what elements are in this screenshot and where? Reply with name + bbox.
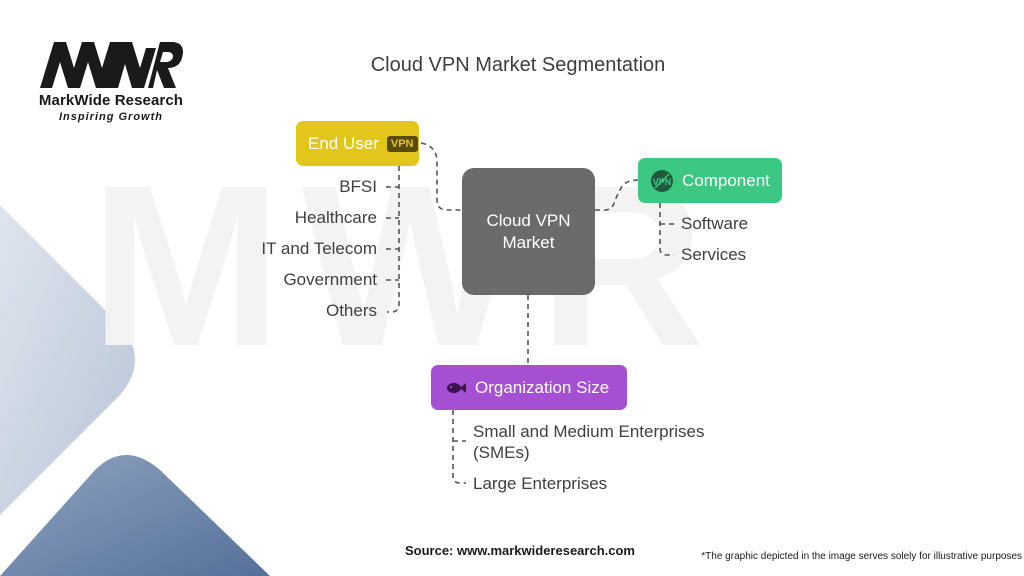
source-credit: Source: www.markwideresearch.com — [404, 543, 635, 558]
end-user-item-it-telecom: IT and Telecom — [261, 239, 377, 258]
center-label: Cloud VPN Market — [486, 210, 571, 252]
page-title: Cloud VPN Market Segmentation — [370, 54, 666, 76]
segment-end-user: End User VPN — [296, 121, 419, 166]
bg-shape-dark — [0, 455, 270, 576]
end-user-item-bfsi: BFSI — [339, 177, 377, 196]
segment-organization-size: Organization Size — [431, 365, 627, 410]
segment-component: VPN Component — [638, 158, 782, 203]
segment-organization-size-label: Organization Size — [475, 377, 610, 397]
disclaimer-note: *The graphic depicted in the image serve… — [701, 551, 1022, 562]
segment-end-user-label: End User — [308, 133, 379, 153]
end-user-item-others: Others — [325, 301, 377, 320]
segment-component-label: Component — [682, 170, 770, 190]
org-item-sme-abbrev: (SMEs) — [473, 443, 530, 462]
company-logo: MarkWide Research Inspiring Growth — [30, 38, 190, 128]
vpn-shield-icon: VPN — [651, 169, 673, 192]
component-item-software: Software — [681, 214, 749, 233]
fish-icon — [447, 382, 466, 393]
logo-mark — [40, 42, 183, 88]
org-item-large: Large Enterprises — [473, 474, 608, 493]
logo-tagline: Inspiring Growth — [59, 111, 163, 123]
logo-name: MarkWide Research — [38, 92, 184, 109]
vpn-badge-icon: VPN — [386, 135, 418, 152]
bg-shape-light — [0, 205, 135, 515]
center-node: Cloud VPN Market — [462, 168, 595, 295]
end-user-item-healthcare: Healthcare — [294, 208, 377, 227]
org-item-sme: Small and Medium Enterprises — [473, 422, 705, 441]
end-user-item-government: Government — [283, 270, 377, 289]
component-item-services: Services — [681, 245, 747, 264]
watermark: MWR — [90, 137, 725, 394]
